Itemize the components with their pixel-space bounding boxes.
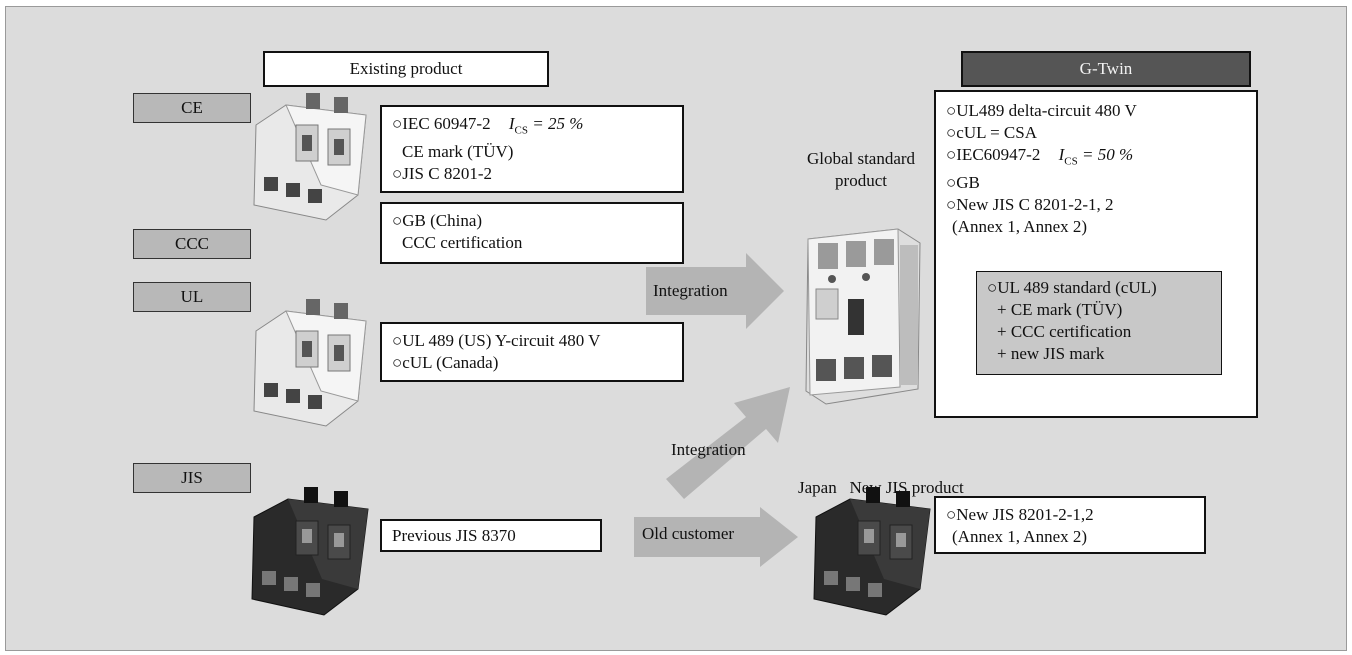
standard-tab-ce-label: CE (181, 98, 203, 117)
gtwin-title-text: G-Twin (1079, 59, 1133, 78)
previous-jis-box: Previous JIS 8370 (380, 519, 602, 552)
existing-product-title-text: Existing product (349, 59, 463, 78)
ul489-line: ○UL 489 (US) Y-circuit 480 V (392, 331, 601, 350)
old-customer-label: Old customer (642, 524, 735, 543)
standard-tab-jis-label: JIS (181, 468, 203, 487)
gtwin-new-jis-line: ○New JIS C 8201-2-1, 2 (946, 195, 1114, 215)
integration-arrow-1 (646, 253, 784, 329)
new-jis-box: ○New JIS 8201-2-1,2 (Annex 1, Annex 2) (934, 496, 1206, 554)
iec-line: ○IEC 60947-2 ICS = 25 % (392, 114, 584, 137)
gtwin-annex-line: (Annex 1, Annex 2) (952, 217, 1088, 237)
new-jis-annex-line: (Annex 1, Annex 2) (952, 527, 1088, 546)
gtwin-cul-line: ○cUL = CSA (946, 123, 1038, 142)
gb-line: ○GB (China) (392, 211, 483, 230)
integration-label-2: Integration (671, 440, 746, 459)
gtwin-ul489-line: ○UL489 delta-circuit 480 V (946, 101, 1137, 120)
integration-label-1: Integration (653, 281, 728, 300)
ul-cul-box: ○UL 489 (US) Y-circuit 480 V ○cUL (Canad… (380, 322, 684, 382)
new-jis-line: ○New JIS 8201-2-1,2 (946, 505, 1094, 524)
standard-tab-ce: CE (133, 93, 251, 123)
gtwin-title: G-Twin (961, 51, 1251, 87)
global-standard-label: Global standard product (806, 149, 916, 190)
old-customer-arrow (634, 507, 798, 567)
cul-line: ○cUL (Canada) (392, 353, 499, 372)
breaker-black-icon (813, 487, 931, 616)
combined-jis-line: + new JIS mark (997, 344, 1105, 363)
breaker-black-icon (251, 487, 369, 616)
standard-tab-jis: JIS (133, 463, 251, 493)
ce-mark-line: CE mark (TÜV) (402, 142, 514, 162)
standard-tab-ccc-label: CCC (174, 234, 210, 253)
combined-ce-line: + CE mark (TÜV) (997, 300, 1123, 319)
ccc-cert-line: CCC certification (402, 233, 523, 252)
breaker-white-icon (253, 93, 367, 221)
previous-jis-text: Previous JIS 8370 (392, 526, 516, 545)
standard-tab-ul-label: UL (180, 287, 204, 306)
standard-tab-ul: UL (133, 282, 251, 312)
breaker-gtwin-icon (805, 228, 921, 405)
integration-arrow-2 (666, 387, 790, 499)
iec-ce-jis-box: ○IEC 60947-2 ICS = 25 % CE mark (TÜV) ○J… (380, 105, 684, 193)
gb-ccc-box: ○GB (China) CCC certification (380, 202, 684, 264)
combined-ccc-line: + CCC certification (997, 322, 1132, 341)
diagram-canvas: Existing product G-Twin CE CCC UL JIS ○I… (5, 6, 1347, 651)
combined-ul-line: ○UL 489 standard (cUL) (987, 278, 1157, 297)
standard-tab-ccc: CCC (133, 229, 251, 259)
gtwin-combined-box: ○UL 489 standard (cUL) + CE mark (TÜV) +… (976, 271, 1222, 375)
gtwin-iec-line: ○IEC60947-2 ICS = 50 % (946, 145, 1134, 168)
jis-c-line: ○JIS C 8201-2 (392, 164, 492, 184)
breaker-white-icon (253, 299, 367, 427)
gtwin-gb-line: ○GB (946, 173, 980, 193)
existing-product-title: Existing product (263, 51, 549, 87)
